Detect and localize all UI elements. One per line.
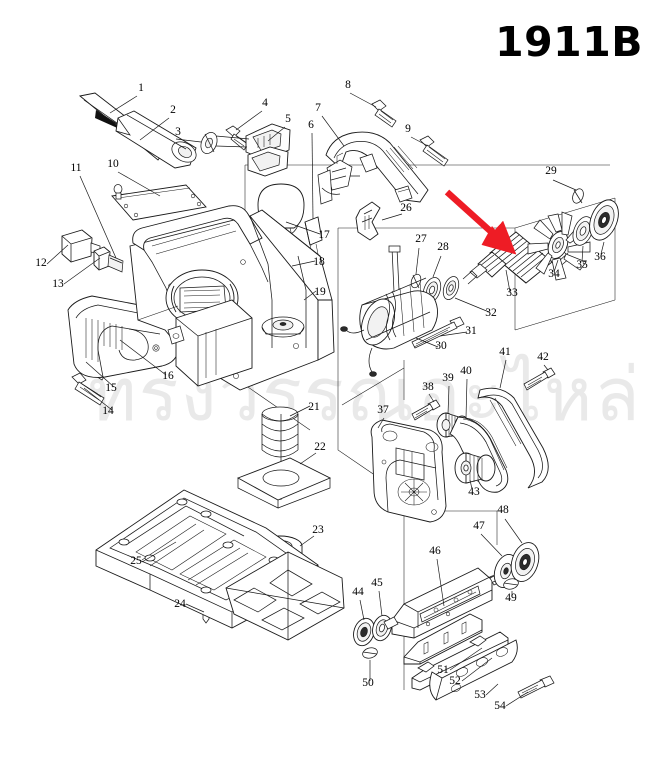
callout-number-52: 52 xyxy=(449,675,461,687)
part-29-spacer-ring xyxy=(572,188,584,204)
callout-number-25: 25 xyxy=(130,555,142,567)
callout-number-14: 14 xyxy=(102,405,114,417)
callout-number-51: 51 xyxy=(437,664,449,676)
part-54-screw xyxy=(517,675,555,699)
part-32-bearing xyxy=(442,276,460,300)
part-34-fan xyxy=(527,211,591,281)
leader-lines xyxy=(46,92,605,707)
callout-number-40: 40 xyxy=(460,365,472,377)
watermark-text: ทรงวรรณอะไหล่ xyxy=(88,352,642,438)
part-6-capacitor xyxy=(304,216,323,256)
callout-number-24: 24 xyxy=(174,598,186,610)
part-10-plate xyxy=(111,184,207,221)
callout-number-50: 50 xyxy=(362,677,374,689)
part-50-spacer xyxy=(362,647,378,659)
callout-number-1: 1 xyxy=(138,82,144,94)
callout-number-33: 33 xyxy=(506,287,518,299)
callout-number-46: 46 xyxy=(429,545,441,557)
callout-number-2: 2 xyxy=(170,104,176,116)
callout-number-11: 11 xyxy=(70,162,81,174)
callout-number-12: 12 xyxy=(35,257,47,269)
callout-number-9: 9 xyxy=(405,123,411,135)
callout-number-45: 45 xyxy=(371,577,383,589)
callout-number-7: 7 xyxy=(315,102,321,114)
callout-number-53: 53 xyxy=(474,689,486,701)
part-37-gear-housing xyxy=(370,419,447,523)
part-2-spindle xyxy=(115,110,197,169)
part-5-switch xyxy=(215,123,291,177)
callout-number-44: 44 xyxy=(352,586,364,598)
callout-number-36: 36 xyxy=(594,251,606,263)
callout-number-35: 35 xyxy=(576,259,588,271)
callout-number-28: 28 xyxy=(437,241,449,253)
callout-number-29: 29 xyxy=(545,165,557,177)
callout-number-18: 18 xyxy=(313,256,325,268)
model-number-title: 1911B xyxy=(495,18,643,66)
part-49-spacer xyxy=(503,578,519,590)
callout-number-39: 39 xyxy=(442,372,454,384)
part-38-screw xyxy=(411,399,441,421)
callout-number-22: 22 xyxy=(314,441,326,453)
part-25-base-plate xyxy=(95,489,345,641)
callout-number-15: 15 xyxy=(105,382,117,394)
part-22-plate xyxy=(236,457,332,509)
callout-number-16: 16 xyxy=(162,370,174,382)
part-30-field-stator xyxy=(340,245,438,377)
callout-number-6: 6 xyxy=(308,119,314,131)
part-48-bearing xyxy=(510,542,540,582)
part-53-blade xyxy=(429,639,518,701)
red-pointer-arrow xyxy=(444,189,517,255)
callout-number-27: 27 xyxy=(415,233,427,245)
callout-number-21: 21 xyxy=(308,401,320,413)
callout-number-30: 30 xyxy=(435,340,447,352)
callout-number-32: 32 xyxy=(485,307,497,319)
callout-number-13: 13 xyxy=(52,278,64,290)
part-26-bracket xyxy=(355,201,381,241)
svg-text:ทรงวรรณอะไหล่: ทรงวรรณอะไหล่ xyxy=(88,352,642,438)
part-31-screw xyxy=(411,316,465,349)
callout-number-54: 54 xyxy=(494,700,506,712)
part-7-handle xyxy=(317,131,429,205)
callout-number-3: 3 xyxy=(175,126,181,138)
part-35-bearing xyxy=(572,216,594,246)
callout-number-42: 42 xyxy=(537,351,549,363)
callout-number-41: 41 xyxy=(499,346,511,358)
callout-number-23: 23 xyxy=(312,524,324,536)
callout-number-37: 37 xyxy=(377,404,389,416)
part-41-belt-cover xyxy=(477,387,549,489)
part-3-washer xyxy=(200,132,218,154)
part-9-screw xyxy=(419,135,449,167)
callout-number-26: 26 xyxy=(400,202,412,214)
part-13-carbon-brush xyxy=(93,246,124,273)
part-11-pin xyxy=(113,184,123,200)
part-36-bearing xyxy=(589,199,619,241)
callout-number-48: 48 xyxy=(497,504,509,516)
callout-number-8: 8 xyxy=(345,79,351,91)
callout-number-31: 31 xyxy=(465,325,477,337)
callout-number-19: 19 xyxy=(314,286,326,298)
part-44-bearing xyxy=(353,617,375,647)
part-14-screw xyxy=(71,372,105,406)
callout-number-4: 4 xyxy=(262,97,268,109)
callout-number-10: 10 xyxy=(107,158,119,170)
callout-number-17: 17 xyxy=(318,229,330,241)
callout-number-43: 43 xyxy=(468,486,480,498)
part-42-screw xyxy=(523,367,556,391)
part-19-main-housing xyxy=(129,205,335,391)
callout-number-34: 34 xyxy=(548,268,560,280)
callout-number-47: 47 xyxy=(473,520,485,532)
callout-number-5: 5 xyxy=(285,113,291,125)
callout-number-49: 49 xyxy=(505,592,517,604)
part-43-pulley-large xyxy=(454,452,496,484)
callout-number-38: 38 xyxy=(422,381,434,393)
part-8-screw xyxy=(371,99,397,128)
